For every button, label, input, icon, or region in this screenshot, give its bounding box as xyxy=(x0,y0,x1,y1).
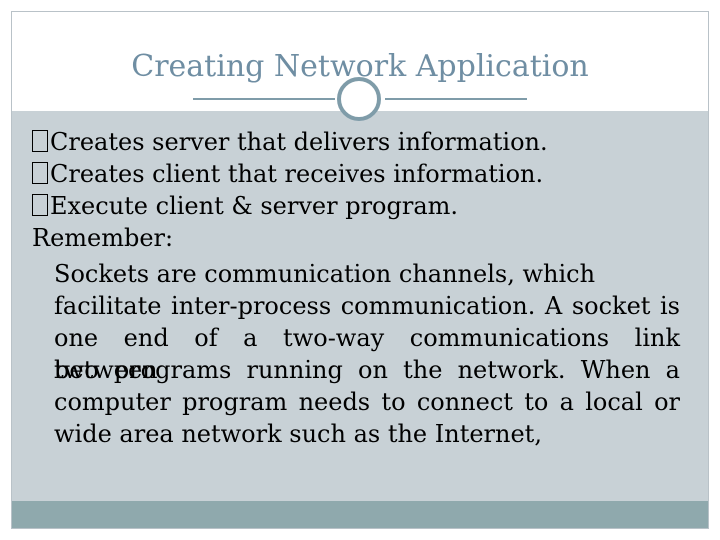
paragraph-line: wide area network such as the Internet, xyxy=(54,420,542,448)
bullet-text: Creates server that delivers information… xyxy=(50,128,548,156)
paragraph-line: Sockets are communication channels, whic… xyxy=(54,260,596,288)
paragraph-line: computer program needs to connect to a l… xyxy=(54,388,680,416)
paragraph-line: facilitate inter-process communication. … xyxy=(54,292,680,320)
bullet-text: Creates client that receives information… xyxy=(50,160,544,188)
divider-line-left xyxy=(193,98,335,100)
divider-ring-ornament xyxy=(337,77,381,121)
slide-body: Creates server that delivers information… xyxy=(20,126,690,450)
paragraph-line: two programs running on the network. Whe… xyxy=(54,356,680,384)
bullet-item: Execute client & server program. xyxy=(20,190,690,222)
missing-glyph-bullet-icon xyxy=(32,194,48,216)
footer-bar xyxy=(12,501,708,528)
bullet-text: Execute client & server program. xyxy=(50,192,459,220)
divider-line-right xyxy=(385,98,527,100)
content-panel xyxy=(12,111,708,501)
bullet-item: Creates client that receives information… xyxy=(20,158,690,190)
remember-label: Remember: xyxy=(32,224,174,252)
missing-glyph-bullet-icon xyxy=(32,162,48,184)
paragraph-line: one end of a two-way communications link… xyxy=(54,324,680,384)
remember-paragraph: Sockets are communication channels, whic… xyxy=(54,258,680,450)
bullet-item: Creates server that delivers information… xyxy=(20,126,690,158)
missing-glyph-bullet-icon xyxy=(32,130,48,152)
